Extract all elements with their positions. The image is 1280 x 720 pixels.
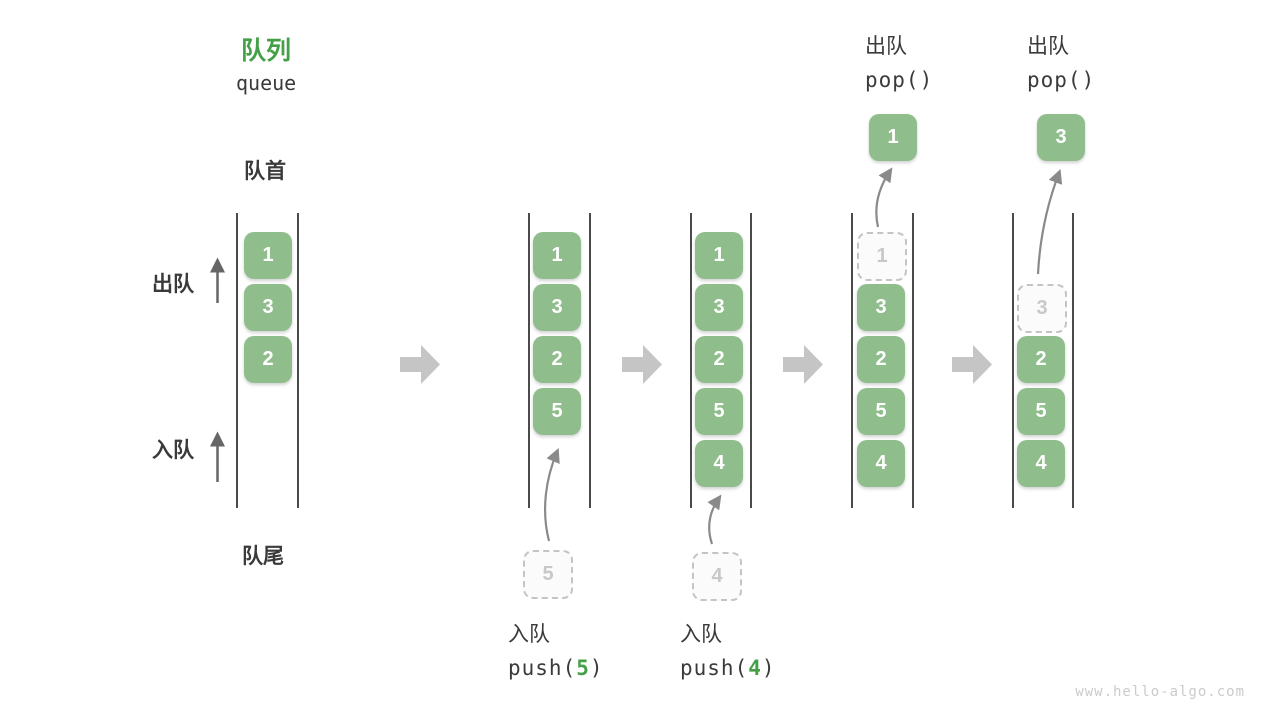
push-arg: 4 [748, 656, 762, 680]
queue-wall [750, 213, 752, 508]
queue-rear-label: 队尾 [242, 545, 284, 568]
queue-item: 1 [244, 232, 292, 279]
popped-ghost-item: 1 [857, 232, 907, 281]
queue-wall [912, 213, 914, 508]
dequeue-arrow [1036, 168, 1063, 275]
queue-item: 4 [695, 440, 743, 487]
queue-item: 1 [533, 232, 581, 279]
popped-ghost-item: 3 [1017, 284, 1067, 333]
enqueue-arrow [707, 494, 722, 545]
staged-push-item: 5 [523, 550, 573, 599]
watermark: www.hello-algo.com [1075, 684, 1245, 700]
dequeue-arrow [875, 167, 893, 228]
queue-item: 4 [1017, 440, 1065, 487]
queue-item: 4 [857, 440, 905, 487]
pop-label: 出队 [865, 35, 907, 58]
queue-item: 3 [695, 284, 743, 331]
queue-wall [1012, 213, 1014, 508]
queue-item: 2 [695, 336, 743, 383]
diagram-subtitle: queue [236, 71, 297, 95]
queue-item: 2 [244, 336, 292, 383]
push-arg: 5 [576, 656, 590, 680]
pop-code: pop() [865, 68, 934, 92]
staged-push-item: 4 [692, 552, 742, 601]
queue-wall [589, 213, 591, 508]
pop-operation: 出队 pop() [865, 30, 933, 92]
push-operation: 入队 push(5) [508, 618, 604, 680]
queue-item: 3 [533, 284, 581, 331]
queue-item: 2 [857, 336, 905, 383]
state-transition-arrow-icon [783, 345, 823, 384]
queue-item: 3 [857, 284, 905, 331]
queue-item: 5 [1017, 388, 1065, 435]
queue-front-label: 队首 [244, 160, 286, 183]
enqueue-side-label: 入队 [152, 439, 194, 462]
pop-label: 出队 [1027, 35, 1069, 58]
state-transition-arrow-icon [400, 345, 440, 384]
queue-wall [690, 213, 692, 508]
queue-item: 5 [857, 388, 905, 435]
queue-item: 1 [695, 232, 743, 279]
popped-item: 3 [1037, 114, 1085, 161]
queue-wall [851, 213, 853, 508]
queue-wall [297, 213, 299, 508]
queue-wall [236, 213, 238, 508]
queue-wall [1072, 213, 1074, 508]
queue-item: 3 [244, 284, 292, 331]
state-transition-arrow-icon [952, 345, 992, 384]
dequeue-side-label: 出队 [152, 273, 194, 296]
queue-item: 5 [533, 388, 581, 435]
queue-wall [528, 213, 530, 508]
push-label: 入队 [680, 623, 722, 646]
push-code: push(4) [680, 656, 776, 680]
push-operation: 入队 push(4) [680, 618, 776, 680]
pop-operation: 出队 pop() [1027, 30, 1095, 92]
pop-code: pop() [1027, 68, 1096, 92]
popped-item: 1 [869, 114, 917, 161]
queue-item: 5 [695, 388, 743, 435]
queue-item: 2 [1017, 336, 1065, 383]
queue-item: 2 [533, 336, 581, 383]
push-label: 入队 [508, 623, 550, 646]
state-transition-arrow-icon [622, 345, 662, 384]
enqueue-arrow [544, 448, 560, 542]
diagram-title: 队列 [241, 37, 292, 65]
push-code: push(5) [508, 656, 604, 680]
